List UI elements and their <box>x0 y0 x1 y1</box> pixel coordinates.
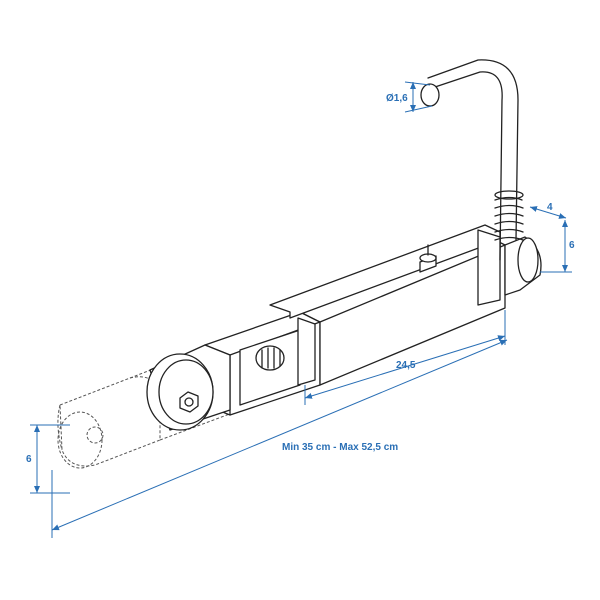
eye-height-label: 6 <box>26 454 32 465</box>
dimension-lines <box>30 81 572 538</box>
tube-length-label: 24,5 <box>396 360 416 371</box>
handle-pin <box>420 59 524 261</box>
towing-eye <box>146 344 231 431</box>
bracket-height-label: 6 <box>569 240 575 251</box>
bracket-depth-label: 4 <box>547 202 553 213</box>
diameter-label: Ø1,6 <box>386 93 408 104</box>
total-length-label: Min 35 cm - Max 52,5 cm <box>282 442 399 453</box>
